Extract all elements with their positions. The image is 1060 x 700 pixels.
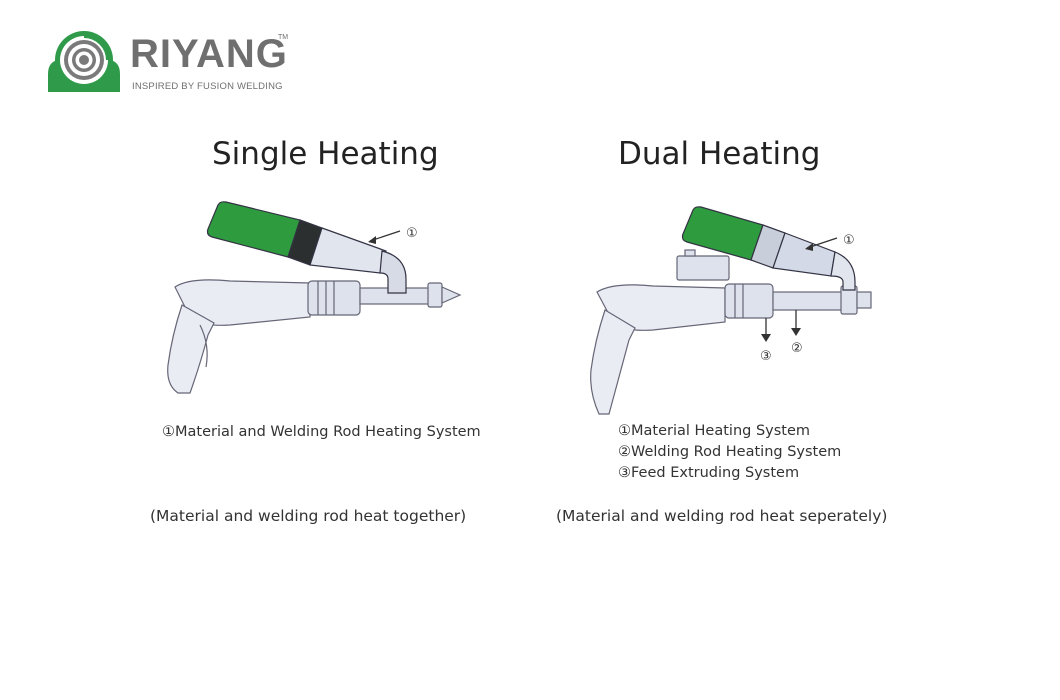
- brand-tagline: INSPIRED BY FUSION WELDING: [132, 81, 283, 92]
- drill-body: [590, 284, 726, 415]
- callout-1-marker: ①: [368, 226, 418, 244]
- single-heating-note: (Material and welding rod heat together): [150, 507, 467, 525]
- brand-logo: RIYANG TM INSPIRED BY FUSION WELDING: [44, 30, 294, 100]
- callout-3-marker: ③: [760, 318, 772, 364]
- legend-item: ①Material Heating System: [618, 423, 811, 439]
- dual-heating-legend: ①Material Heating System ②Welding Rod He…: [618, 421, 841, 484]
- trademark-mark: TM: [278, 34, 289, 41]
- heat-gun: [681, 206, 856, 291]
- heat-gun: [206, 201, 407, 294]
- legend-item: ③Feed Extruding System: [618, 465, 800, 481]
- callout-1-label: ①: [406, 226, 418, 241]
- dual-heating-tool-diagram: ① ② ③: [590, 206, 872, 415]
- extruder-barrel: [772, 285, 872, 315]
- callout-1-marker: ①: [805, 233, 855, 251]
- motor-box: [676, 249, 730, 281]
- legend-item: ②Welding Rod Heating System: [618, 444, 842, 460]
- dual-heating-note: (Material and welding rod heat seperatel…: [556, 507, 888, 525]
- logo-mark-icon: [48, 31, 120, 92]
- callout-3-label: ③: [760, 349, 772, 364]
- legend-item: ①Material and Welding Rod Heating System: [162, 424, 481, 440]
- single-heating-title: Single Heating: [212, 136, 439, 172]
- callout-1-label: ①: [843, 233, 855, 248]
- extruder-barrel: [359, 282, 462, 308]
- brand-name: RIYANG: [130, 32, 288, 76]
- dual-heating-title: Dual Heating: [618, 136, 821, 172]
- single-heating-legend: ①Material and Welding Rod Heating System: [162, 422, 481, 443]
- callout-2-label: ②: [791, 341, 803, 356]
- drill-collar: [724, 283, 774, 319]
- drill-body: [167, 279, 311, 394]
- single-heating-tool-diagram: ①: [167, 201, 462, 394]
- drill-collar: [307, 280, 361, 316]
- callout-2-marker: ②: [791, 310, 803, 356]
